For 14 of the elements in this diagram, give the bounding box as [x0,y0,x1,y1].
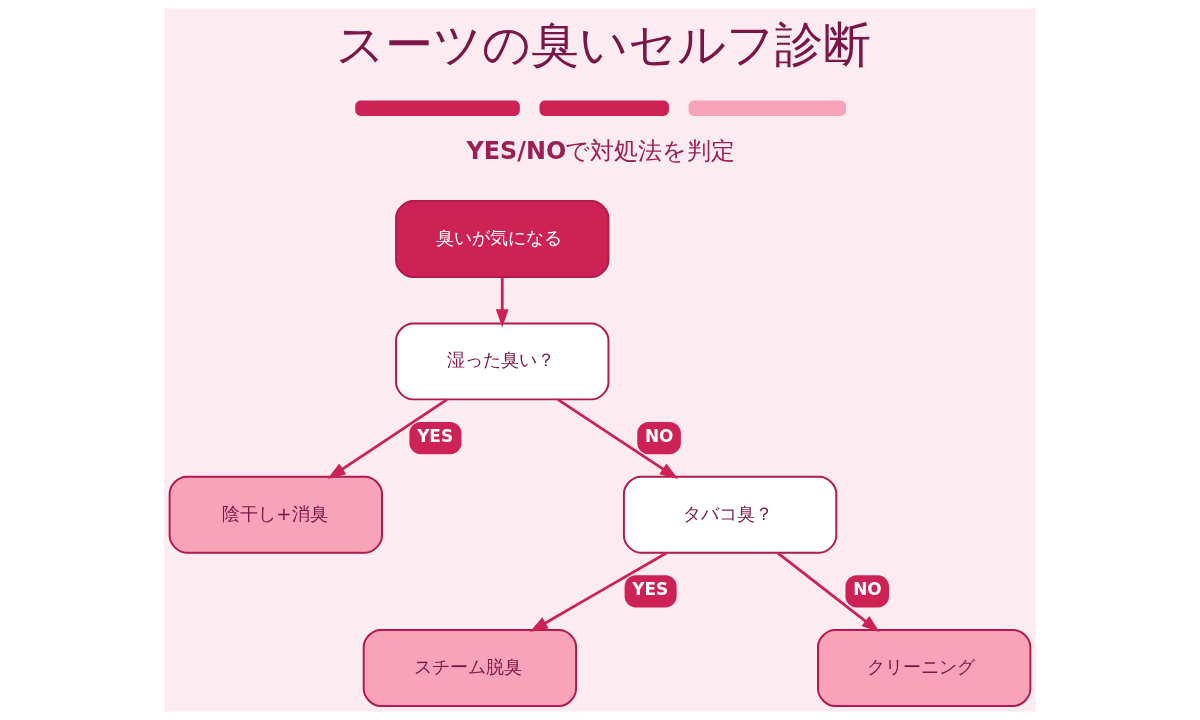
edge-label: NO [853,579,882,600]
caption: YES/NOで対処法を判定 [466,137,735,166]
arrow [495,277,509,328]
diagram-title: スーツの臭いセルフ診断 [335,17,871,73]
node-box: タバコ臭？ [622,475,838,554]
edge-label: NO [645,425,674,446]
edge-label: YES [417,425,454,446]
node-box: 陰干し+消臭 [168,475,383,554]
node-box: クリーニング [817,629,1032,707]
edge-label: YES [632,579,669,600]
node-box: スチーム脱臭 [362,629,578,707]
node-box: 臭いが気になる [395,200,610,278]
node-box: 湿った臭い？ [395,322,610,401]
arrow [776,551,880,633]
